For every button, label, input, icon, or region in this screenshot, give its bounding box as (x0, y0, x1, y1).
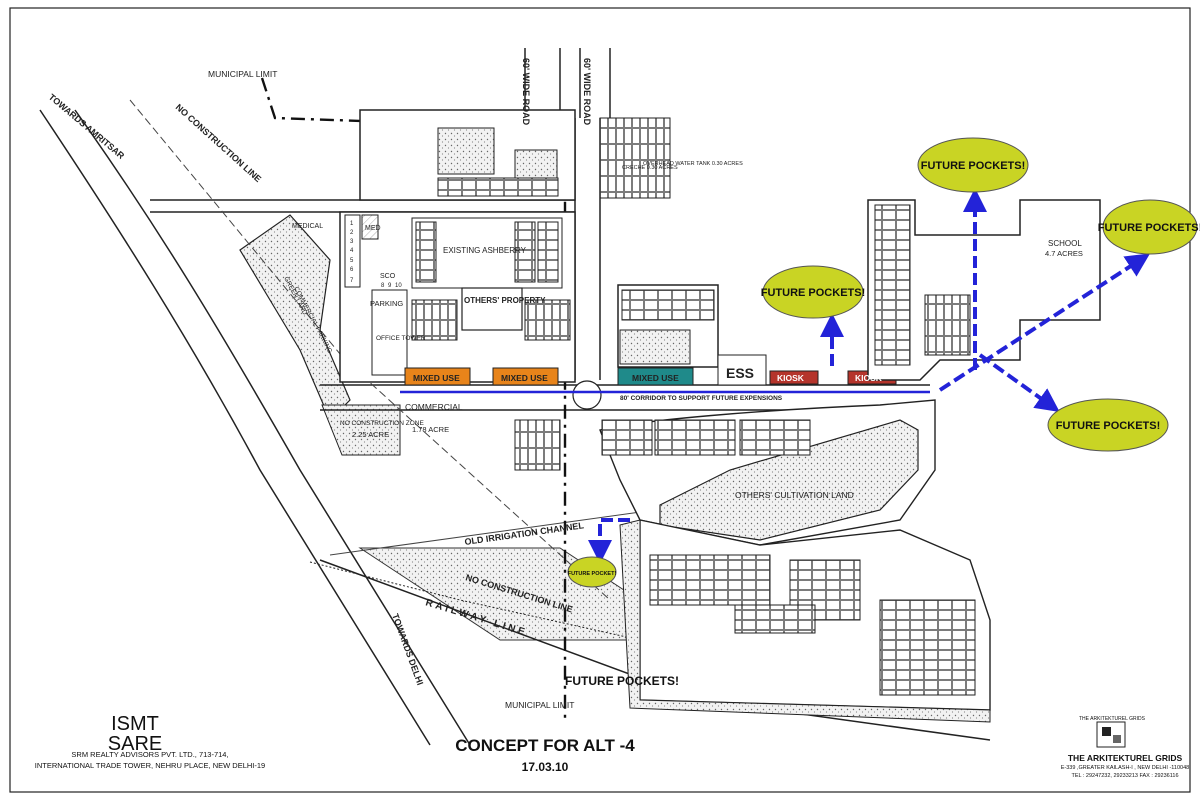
irrigation-channel-label: OLD IRRIGATION CHANNEL (464, 520, 585, 547)
sco-number-8: 8 (381, 283, 385, 289)
client-line1: SRM REALTY ADVISORS PVT. LTD., 713-714, (71, 750, 228, 759)
sco-column (344, 214, 361, 288)
school-label: SCHOOL (1048, 239, 1082, 248)
mixed-use-block-1 (404, 367, 471, 386)
sco-number-1: 1 (350, 221, 354, 227)
water-tank-label: OVERHEAD WATER TANK 0.30 ACRES (643, 161, 743, 167)
kiosk-label-2: KIOSK (855, 373, 883, 383)
school-area-label: 4.7 ACRES (1045, 249, 1083, 258)
firm-name: THE ARKITEKTUREL GRIDS (1068, 753, 1183, 763)
ashberry-label: EXISTING ASHBERRY (443, 246, 527, 255)
road-side-parking (599, 117, 671, 199)
irrigation-channel (329, 509, 656, 556)
future-pockets-label-2: FUTURE POCKETS! (761, 287, 866, 299)
north-block-green (437, 127, 495, 175)
project-name-line1: ISMT (111, 713, 159, 735)
future-pockets-bubble-4 (1047, 398, 1169, 452)
sco-number-9: 9 (388, 283, 392, 289)
med-block (361, 214, 379, 240)
drawing-title: CONCEPT FOR ALT -4 (455, 736, 635, 755)
office-tower-label: OFFICE TOWER (376, 335, 426, 342)
future-pockets-label-4: FUTURE POCKETS! (1056, 420, 1161, 432)
roundabout (572, 380, 602, 410)
mixed-use-block-3 (617, 367, 694, 386)
municipal-limit-label-top: MUNICIPAL LIMIT (208, 69, 277, 79)
firm-address: E-339 ,GREATER KAILASH-I , NEW DELHI -11… (1061, 765, 1189, 771)
north-block-parking (437, 177, 559, 197)
project-name-line2: SARE (108, 733, 162, 755)
sheet-border (9, 7, 1191, 793)
no-construction-zone-label: NO CONSTRUCTION ZONE (340, 420, 424, 427)
sco-number-10: 10 (395, 283, 402, 289)
mixed-use-label-3: MIXED USE (632, 373, 679, 383)
future-pockets-bubble-1 (917, 137, 1029, 193)
client-line2: INTERNATIONAL TRADE TOWER, NEHRU PLACE, … (35, 761, 265, 770)
firm-small-label: THE ARKITEKTUREL GRIDS (1079, 716, 1146, 722)
kiosk-1 (769, 370, 819, 385)
ashberry-block (411, 217, 563, 289)
parking-label: PARKING (370, 299, 403, 308)
medical-label: MEDICAL (292, 223, 323, 230)
sco-number-6: 6 (350, 267, 354, 273)
sco-number-3: 3 (350, 239, 354, 245)
sco-label: SCO (380, 273, 396, 280)
kiosk-label-1: KIOSK (777, 373, 805, 383)
future-pockets-bubble-2 (762, 265, 864, 319)
future-pocket-small-bubble (567, 556, 617, 588)
towards-amritsar-label: TOWARDS AMRITSAR (47, 92, 127, 161)
future-pockets-label-5: FUTURE POCKETS! (565, 674, 679, 688)
sco-number-5: 5 (350, 258, 354, 264)
north-block-green-2 (514, 149, 558, 179)
med-label: MED (365, 225, 381, 232)
road-label-2: 60' WIDE ROAD (582, 58, 592, 126)
future-pockets-label-3: FUTURE POCKETS! (1098, 222, 1200, 234)
future-pocket-small-label: FUTURE POCKET! (568, 571, 617, 577)
ess-block (717, 354, 767, 386)
sco-number-4: 4 (350, 248, 354, 254)
railway-line (309, 561, 641, 641)
corridor-label: 80' CORRIDOR TO SUPPORT FUTURE EXPENSION… (620, 395, 783, 402)
mixed-use-label-2: MIXED USE (501, 373, 548, 383)
others-property-block (461, 287, 523, 331)
commercial-area-label: 1.78 ACRE (412, 425, 449, 434)
towards-delhi-label: TOWARDS DELHI (390, 612, 425, 686)
creche-label: CRECHE 0.30 ACRES (622, 165, 678, 171)
no-construction-zone (321, 404, 401, 456)
no-construction-zone-area: 2.25 ACRE (352, 430, 389, 439)
future-pockets-bubble-3 (1102, 199, 1198, 255)
future-arrows (588, 188, 1151, 564)
ess-label: ESS (726, 365, 754, 381)
firm-tel: TEL : 29247232, 29233213 FAX : 29236116 (1071, 773, 1178, 779)
mixed-use-label-1: MIXED USE (413, 373, 460, 383)
municipal-limit-label-bottom: MUNICIPAL LIMIT (505, 700, 574, 710)
commercial-label: COMMERCIAL (405, 402, 463, 412)
road-label-1: 60' WIDE ROAD (521, 58, 531, 126)
sco-number-7: 7 (350, 278, 354, 284)
others-property-label: OTHERS' PROPERTY (464, 296, 546, 305)
drawing-date: 17.03.10 (522, 760, 569, 774)
mixed-use-block-2 (492, 367, 559, 386)
office-tower-block (371, 289, 408, 376)
green-land-strip (239, 214, 351, 422)
future-pockets-label-1: FUTURE POCKETS! (921, 160, 1026, 172)
cultivation-label: OTHERS' CULTIVATION LAND (735, 490, 854, 500)
no-construction-label-1: NO CONSTRUCTION LINE (174, 102, 264, 184)
sco-number-2: 2 (350, 230, 354, 236)
